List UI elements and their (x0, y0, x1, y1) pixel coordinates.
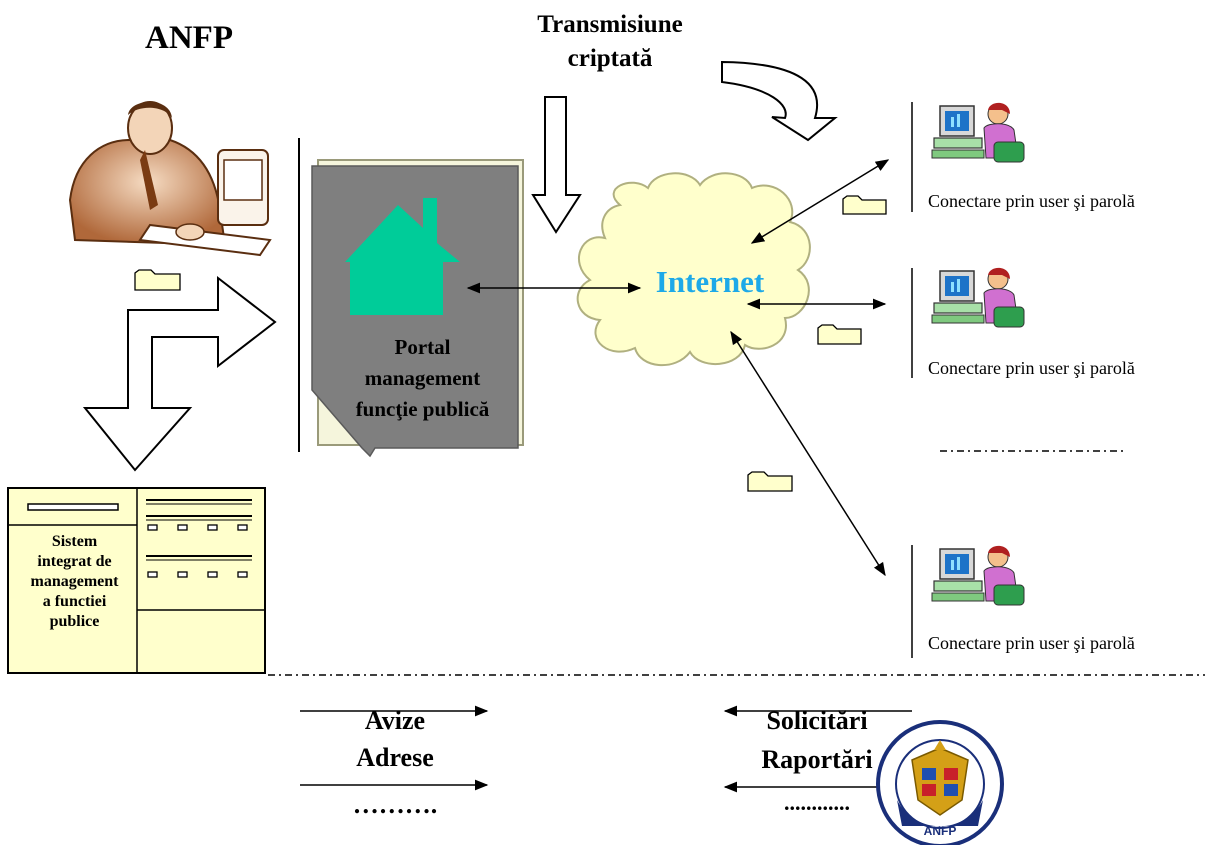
incoming-item-reports: Raportări (761, 745, 873, 774)
internet-label: Internet (655, 264, 765, 299)
internet-user1-arrow (750, 159, 890, 244)
home-icon (345, 198, 460, 315)
transmission-arrow-down (531, 96, 582, 234)
clerk-illustration (68, 101, 272, 257)
system-line5: publice (49, 613, 100, 630)
user-workstation-icon (931, 102, 1025, 163)
user-workstation-icon (931, 545, 1025, 606)
transmission-arrow-curved (721, 60, 838, 142)
system-panel (7, 487, 266, 674)
transmission-label: Transmisiune criptată (505, 8, 715, 76)
envelope-icon (842, 195, 887, 215)
outgoing-item-notices: Avize (364, 706, 426, 735)
logo-badge: ANFP (924, 824, 957, 838)
transmission-line1: Transmisiune (537, 11, 683, 38)
outgoing-item-addresses: Adrese (356, 743, 434, 772)
portal-label: Portal management funcţie publică (325, 332, 520, 425)
anfp-logo: ANFP (876, 720, 1004, 845)
system-line2: integrat de (37, 553, 112, 570)
incoming-item-requests: Solicitări (766, 706, 868, 735)
user-connection-label: Conectare prin user şi parolă (928, 191, 1135, 211)
workflow-arrow (82, 275, 277, 472)
user-connection-label: Conectare prin user şi parolă (928, 358, 1135, 378)
portal-line2: management (364, 366, 481, 390)
system-line1: Sistem (51, 533, 98, 550)
incoming-item-more: ............ (784, 790, 850, 815)
transmission-line2: criptată (567, 45, 653, 72)
envelope-icon (134, 269, 181, 291)
envelope-icon (747, 471, 793, 492)
internet-user3-arrow (730, 330, 886, 577)
page-title: ANFP (145, 20, 233, 56)
portal-line1: Portal (394, 335, 451, 359)
user-connection-label: Conectare prin user şi parolă (928, 633, 1135, 653)
system-line3: management (30, 573, 119, 590)
outgoing-item-more: ………. (352, 790, 438, 819)
system-line4: a functiei (42, 593, 107, 610)
portal-line3: funcţie publică (355, 397, 490, 421)
envelope-icon (817, 324, 862, 345)
user-workstation-icon (931, 267, 1025, 328)
system-label: Sistem integrat de management a functiei… (12, 532, 137, 632)
